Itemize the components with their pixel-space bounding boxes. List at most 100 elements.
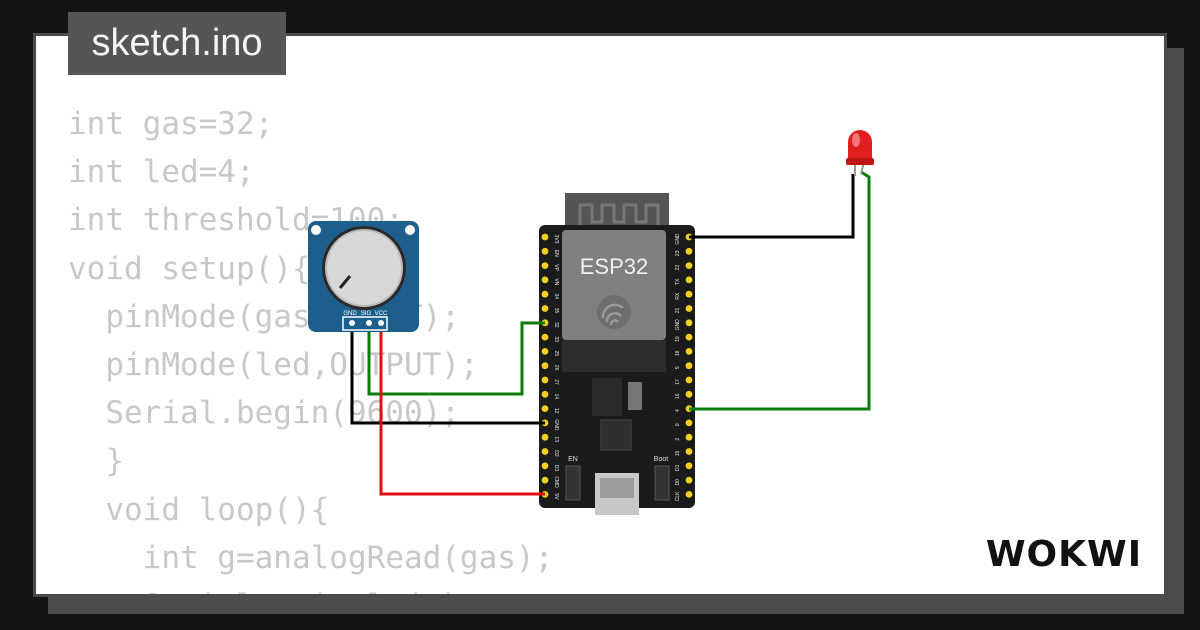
left-pin-label: 13 — [553, 436, 559, 442]
pot-mount-hole — [311, 225, 321, 235]
right-pin-label: 18 — [675, 350, 681, 356]
right-pin[interactable] — [685, 362, 693, 370]
code-listing: int gas=32;int led=4;int threshold=100;v… — [68, 100, 554, 594]
pot-pin-label: SIG — [361, 311, 372, 317]
wire-led-ground[interactable] — [689, 174, 855, 239]
right-pin[interactable] — [685, 433, 693, 441]
pot-pin — [378, 320, 384, 326]
left-pin[interactable] — [541, 305, 549, 312]
left-pin[interactable] — [541, 290, 549, 298]
regulator — [628, 382, 642, 410]
code-line: int led=4; — [68, 154, 255, 191]
right-pin[interactable] — [685, 262, 693, 269]
right-pin-label: 0 — [675, 423, 681, 426]
red-led[interactable] — [846, 130, 874, 176]
right-pin-label: 16 — [675, 393, 681, 399]
code-line: Serial.println(g); — [68, 582, 553, 594]
code-line: } — [68, 443, 124, 480]
left-pin-header: 3V3ENVPVN343532332526271412GND13D2D3CMD5… — [541, 233, 559, 500]
left-pin-label: CMD — [553, 476, 559, 488]
right-pin[interactable] — [685, 390, 693, 398]
left-pin-label: 5V — [553, 493, 559, 500]
right-pin[interactable] — [685, 319, 693, 327]
code-line: Serial.begin(9600); — [68, 395, 460, 432]
left-pin[interactable] — [541, 476, 549, 484]
pot-mount-hole — [405, 225, 415, 235]
right-pin[interactable] — [685, 276, 693, 284]
right-pin-label: GND — [675, 319, 681, 331]
wire-led-signal[interactable] — [689, 170, 871, 411]
right-pin[interactable] — [685, 448, 693, 455]
wokwi-logo-text: WOKWI — [986, 534, 1142, 575]
file-tab[interactable]: sketch.ino — [68, 12, 286, 75]
left-pin[interactable] — [541, 262, 549, 269]
rf-shield — [562, 230, 666, 340]
left-pin[interactable] — [541, 276, 549, 284]
boot-label: Boot — [654, 456, 668, 463]
left-pin-label: 26 — [553, 365, 559, 371]
right-pin-label: 22 — [675, 265, 681, 271]
code-line: void loop(){ — [68, 491, 330, 528]
espressif-logo-icon — [597, 295, 631, 329]
pot-pin-label: VCC — [375, 311, 388, 317]
left-pin-label: 27 — [553, 379, 559, 385]
right-pin-label: 4 — [675, 409, 681, 412]
left-pin[interactable] — [541, 362, 549, 370]
left-pin[interactable] — [541, 462, 549, 470]
usb-port-inner — [600, 478, 634, 498]
esp32-board[interactable]: ESP32 EN Boot 3V3ENVPVN34353233252627141… — [539, 193, 695, 515]
left-pin[interactable] — [541, 390, 549, 398]
left-pin[interactable] — [541, 405, 549, 412]
antenna-trace-icon — [578, 203, 660, 230]
wire-ground-black[interactable] — [350, 325, 545, 425]
left-pin-label: 34 — [553, 293, 559, 299]
code-line: int gas=32; — [68, 106, 274, 142]
left-pin-label: 35 — [553, 308, 559, 314]
pot-pin — [349, 320, 355, 326]
pot-pin-label: GND — [343, 311, 357, 317]
right-pin[interactable] — [685, 333, 693, 341]
regulator-pad — [592, 378, 622, 416]
right-pin-label: 2 — [675, 438, 681, 441]
left-pin-label: 3V3 — [553, 235, 559, 244]
left-pin[interactable] — [541, 433, 549, 441]
right-pin-label: GND — [675, 233, 681, 245]
left-pin-label: VP — [553, 264, 559, 271]
right-pin-label: D1 — [675, 464, 681, 471]
left-pin-label: 32 — [553, 322, 559, 328]
led-highlight — [852, 133, 860, 147]
left-pin[interactable] — [541, 233, 549, 241]
right-pin[interactable] — [685, 491, 693, 498]
left-pin-label: 33 — [553, 336, 559, 342]
code-line: void setup(){ — [68, 250, 311, 287]
potentiometer[interactable]: GND SIG VCC — [308, 221, 419, 332]
boot-button[interactable] — [654, 465, 670, 501]
right-pin-label: 5 — [675, 366, 681, 369]
wire-signal-green[interactable] — [367, 321, 545, 396]
left-pin[interactable] — [541, 448, 549, 455]
pot-knob[interactable] — [325, 229, 403, 307]
right-pin[interactable] — [685, 305, 693, 312]
left-pin-label: VN — [553, 278, 559, 285]
led-rim — [846, 158, 874, 165]
right-pin[interactable] — [685, 376, 693, 384]
left-pin-label: D3 — [553, 465, 559, 472]
right-pin[interactable] — [685, 419, 693, 427]
right-pin-label: 21 — [675, 308, 681, 314]
left-pin[interactable] — [541, 376, 549, 384]
right-pin[interactable] — [685, 290, 693, 298]
left-pin-label: GND — [553, 419, 559, 431]
code-line: int g=analogRead(gas); — [68, 539, 554, 576]
right-pin-label: 23 — [675, 250, 681, 256]
en-button[interactable] — [565, 465, 581, 501]
left-pin-label: 25 — [553, 351, 559, 357]
left-pin[interactable] — [541, 348, 549, 355]
right-pin[interactable] — [685, 462, 693, 470]
left-pin-label: 14 — [553, 394, 559, 400]
wire-power-red[interactable] — [379, 325, 545, 496]
right-pin[interactable] — [685, 476, 693, 484]
left-pin[interactable] — [541, 333, 549, 341]
left-pin[interactable] — [541, 247, 549, 255]
right-pin[interactable] — [685, 247, 693, 255]
right-pin[interactable] — [685, 348, 693, 355]
